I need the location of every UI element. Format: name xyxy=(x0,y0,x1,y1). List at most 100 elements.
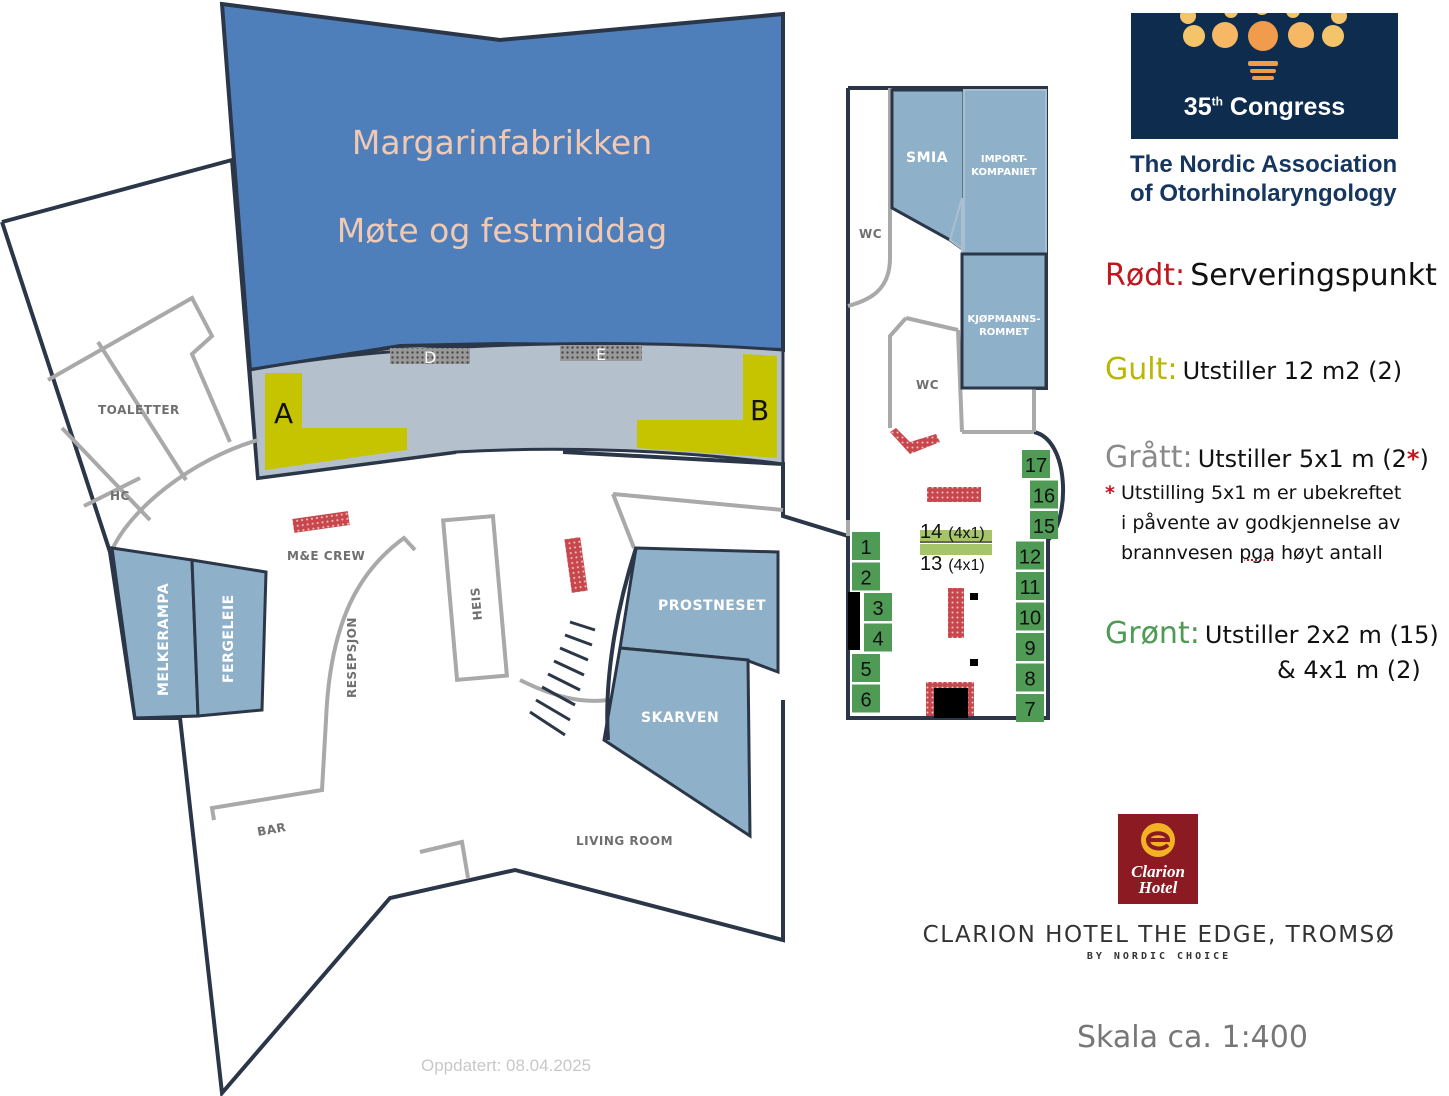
legend-note: * Utstilling 5x1 m er ubekreftet i påven… xyxy=(1105,482,1402,564)
booth-D-gray xyxy=(390,348,470,364)
living-room-label: LIVING ROOM xyxy=(576,834,673,848)
updated-date: Oppdatert: 08.04.2025 xyxy=(421,1056,592,1075)
booth-11-green xyxy=(1016,572,1044,600)
booth-14-label: 14(4x1) xyxy=(920,521,985,543)
booth-11-label: 11 xyxy=(1020,577,1041,599)
organization-name: The Nordic Association of Otorhinolaryng… xyxy=(1130,151,1398,207)
skarven-label: SKARVEN xyxy=(641,710,719,726)
kjopmannsrommet-label-1: KJØPMANNS- xyxy=(967,313,1040,325)
wc-label-1: WC xyxy=(859,227,882,241)
stairs xyxy=(529,620,596,737)
serving-point xyxy=(292,511,350,533)
black-dot xyxy=(970,659,978,666)
booth-1-green xyxy=(852,532,880,560)
black-block xyxy=(934,688,968,718)
congress-title: 35th Congress xyxy=(1183,93,1346,121)
legend-green: Grønt: Utstiller 2x2 m (15) xyxy=(1105,616,1439,651)
resepsjon-label: RESEPSJON xyxy=(345,617,359,698)
booth-4-label: 4 xyxy=(872,629,883,651)
legend-green-2: & 4x1 m (2) xyxy=(1277,656,1421,684)
kjopmannsrommet-room xyxy=(960,252,1048,390)
booth-16-label: 16 xyxy=(1033,486,1055,508)
interior-walls xyxy=(209,492,784,879)
heis-shaft xyxy=(440,513,510,683)
skarven-room xyxy=(602,646,752,839)
booth-8-label: 8 xyxy=(1024,669,1035,691)
prostneset-label: PROSTNESET xyxy=(658,598,766,614)
booth-A-label: A xyxy=(274,397,293,430)
clarion-logo-text: Clarion Hotel xyxy=(1131,862,1185,897)
booth-9-label: 9 xyxy=(1024,638,1035,660)
wc-label-2: WC xyxy=(916,378,939,392)
clarion-logo: Clarion Hotel xyxy=(1118,814,1198,904)
serving-point xyxy=(890,428,940,454)
booth-A-yellow xyxy=(265,373,407,470)
booth-E-label: E xyxy=(596,345,606,364)
bar-label: BAR xyxy=(256,820,287,839)
booth-15-green xyxy=(1030,511,1058,539)
hc-label: HC xyxy=(110,489,130,503)
booth-15-label: 15 xyxy=(1033,516,1055,538)
booth-2-green xyxy=(852,562,880,591)
booth-17-label: 17 xyxy=(1025,455,1047,477)
toaletter-label: TOALETTER xyxy=(98,403,180,417)
booth-12-green xyxy=(1016,541,1044,570)
fergeleie-label: FERGELEIE xyxy=(221,594,237,683)
sun-icon xyxy=(1180,13,1347,80)
booth-5-label: 5 xyxy=(860,659,871,681)
booth-7-green xyxy=(1016,694,1044,722)
building-outline-lower xyxy=(0,221,785,1096)
booth-5-green xyxy=(852,654,880,682)
toilets-walls xyxy=(47,295,259,551)
booth-9-green xyxy=(1016,633,1044,661)
melkerampa-room xyxy=(110,546,200,720)
prostneset-curve-wall xyxy=(605,547,638,741)
congress-logo: 35th Congress xyxy=(1131,13,1398,139)
booth-10-green xyxy=(1016,602,1044,631)
booth-14-green xyxy=(920,530,992,541)
booth-12-label: 12 xyxy=(1019,547,1041,569)
booth-7-label: 7 xyxy=(1024,699,1035,721)
booth-16-green xyxy=(1030,480,1058,509)
booth-B-yellow xyxy=(637,354,777,458)
booth-1-label: 1 xyxy=(860,537,871,559)
serving-point xyxy=(927,487,981,502)
me-crew-label: M&E CREW xyxy=(287,549,365,563)
clarion-emblem-icon xyxy=(1141,823,1175,857)
right-wing-inner-walls xyxy=(846,88,1036,536)
booth-13-label: 13(4x1) xyxy=(920,553,985,575)
kjopmannsrommet-label-2: ROMMET xyxy=(979,327,1029,338)
booth-3-label: 3 xyxy=(872,598,883,620)
booth-2-label: 2 xyxy=(860,568,871,590)
booth-13-green xyxy=(920,544,992,555)
serving-point xyxy=(948,588,964,638)
melkerampa-label: MELKERAMPA xyxy=(156,583,172,696)
hall-use: Møte og festmiddag xyxy=(337,211,667,250)
booth-B-label: B xyxy=(750,394,769,427)
booth-6-green xyxy=(852,684,880,713)
hotel-name: CLARION HOTEL THE EDGE, TROMSØ xyxy=(922,922,1396,948)
importkompaniet-label-1: IMPORT- xyxy=(981,154,1027,165)
booth-10-label: 10 xyxy=(1019,608,1041,630)
prostneset-room xyxy=(618,546,780,675)
importkompaniet-label-2: KOMPANIET xyxy=(971,167,1037,178)
booth-3-green xyxy=(864,593,892,621)
legend-yellow: Gult: Utstiller 12 m2 (2) xyxy=(1105,352,1403,387)
serving-point xyxy=(564,537,588,593)
smia-label: SMIA xyxy=(906,150,948,166)
black-dot xyxy=(970,593,978,600)
legend-gray: Grått: Utstiller 5x1 m (2*) xyxy=(1105,440,1429,475)
margarinfabrikken-hall xyxy=(219,1,785,373)
fergeleie-room xyxy=(190,558,268,718)
hall-name: Margarinfabrikken xyxy=(352,123,652,162)
black-block xyxy=(848,592,860,650)
booth-4-green xyxy=(864,623,892,652)
booth-17-green xyxy=(1022,450,1050,478)
booth-D-label: D xyxy=(424,348,436,367)
booth-6-label: 6 xyxy=(860,690,871,712)
legend-red: Rødt: Serveringspunkt xyxy=(1105,258,1437,293)
importkompaniet-room xyxy=(948,89,1047,255)
scale-text: Skala ca. 1:400 xyxy=(1077,1020,1308,1055)
